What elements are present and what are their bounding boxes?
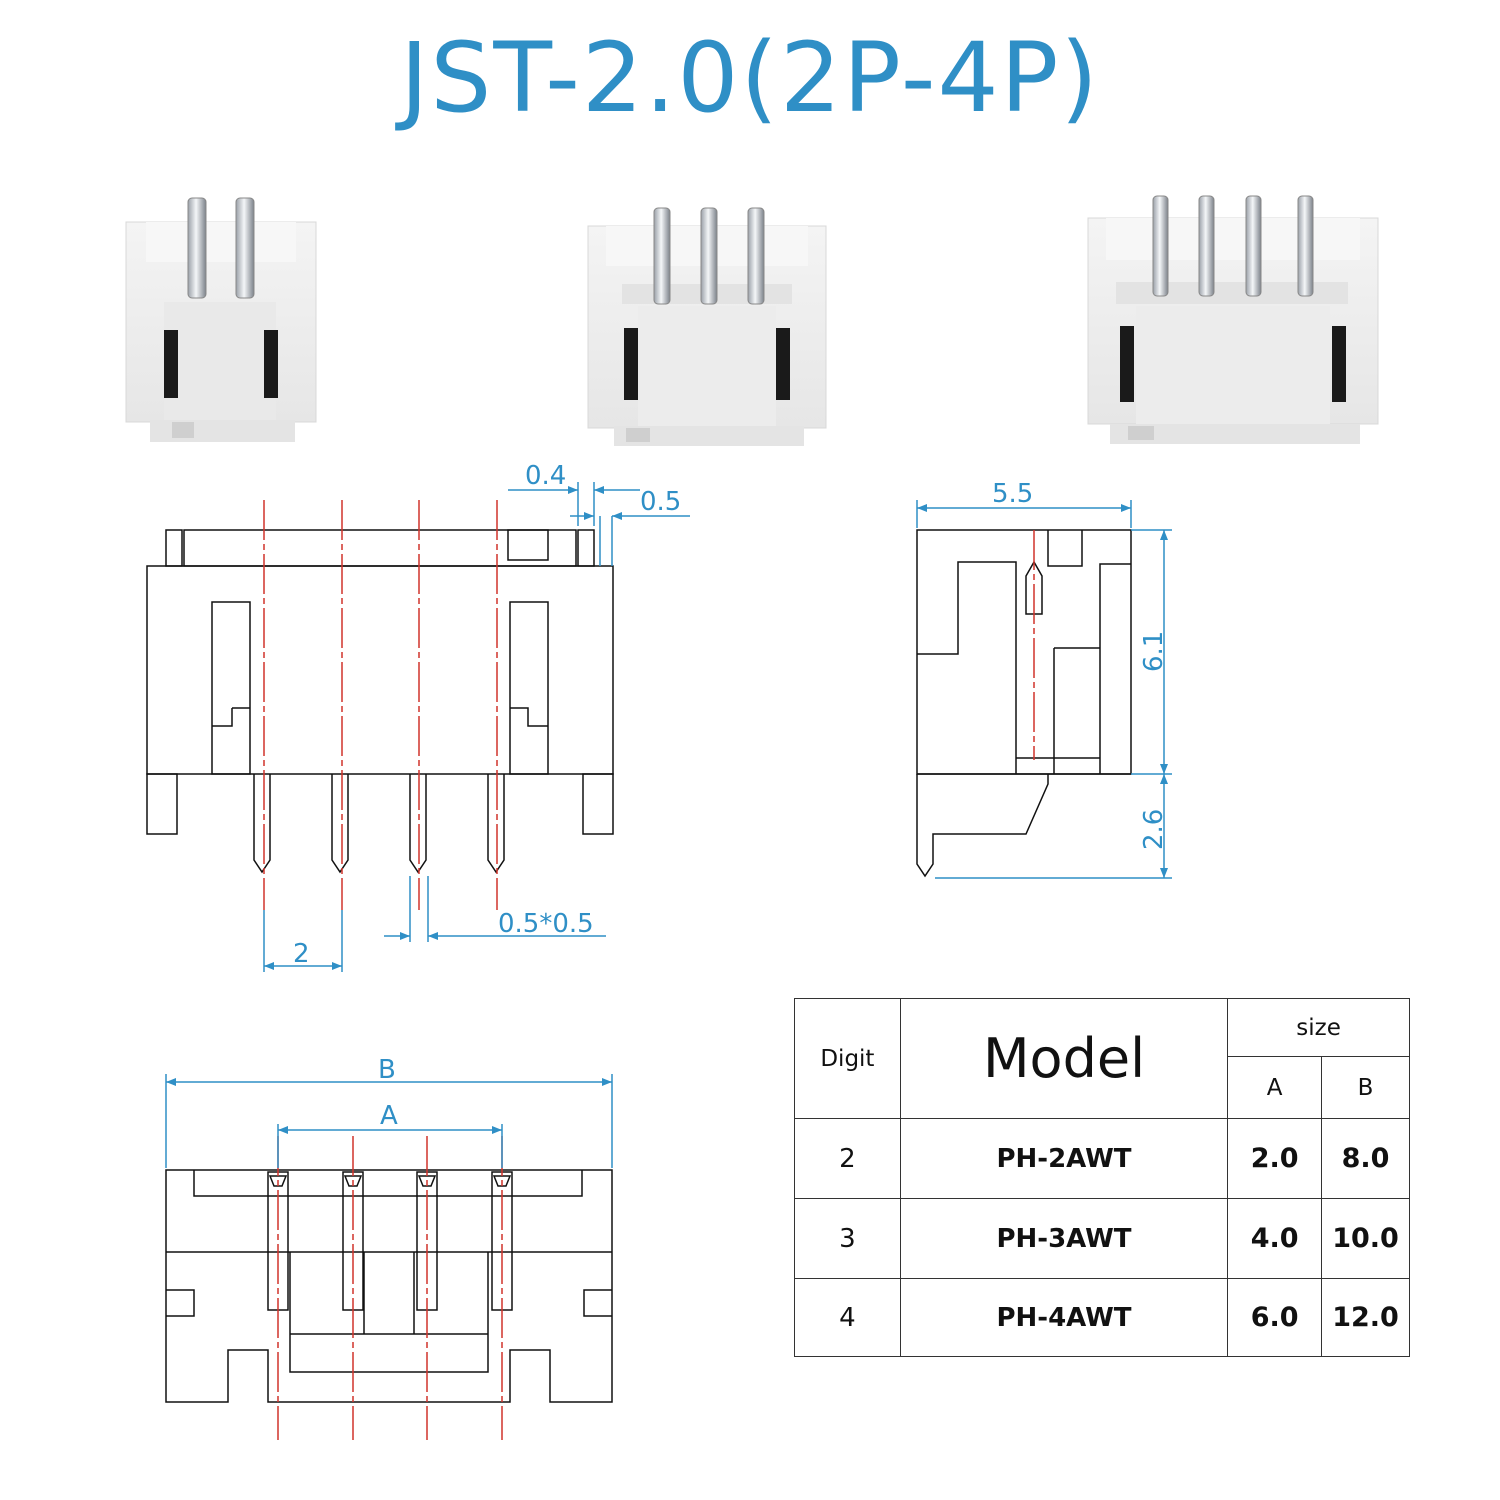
cell-size-a: 4.0 (1227, 1198, 1323, 1279)
spec-table: Digit Model size A B 2 PH-2AWT 2.0 8.0 3… (794, 998, 1410, 1357)
header-b: B (1321, 1056, 1410, 1119)
cell-size-b: 12.0 (1321, 1278, 1410, 1357)
bottom-view-dimensions (165, 1074, 613, 1168)
header-model: Model (899, 998, 1229, 1119)
bottom-view-centerlines (277, 1136, 503, 1440)
bottom-view-drawing (165, 1169, 613, 1403)
bottom-dim-a-label: A (380, 1101, 398, 1131)
cell-size-a: 2.0 (1227, 1118, 1323, 1199)
page-title: JST-2.0(2P-4P) (400, 22, 1100, 134)
side-dim-height-label: 6.1 (1139, 631, 1169, 672)
cell-size-b: 8.0 (1321, 1118, 1410, 1199)
header-a: A (1227, 1056, 1323, 1119)
front-dim-gap-label: 0.4 (525, 461, 566, 491)
front-dim-pin-label: 0.5*0.5 (498, 909, 594, 939)
cell-size-b: 10.0 (1321, 1198, 1410, 1279)
front-view-drawing (146, 529, 614, 874)
connector-photo-2-pin (125, 197, 317, 442)
front-view-centerlines (263, 500, 498, 910)
side-dim-depth-label: 5.5 (992, 479, 1033, 509)
cell-size-a: 6.0 (1227, 1278, 1323, 1357)
front-dim-wall-label: 0.5 (640, 487, 681, 517)
side-view-drawing (916, 529, 1132, 878)
cell-digit: 3 (794, 1198, 901, 1279)
cell-model: PH-3AWT (899, 1198, 1229, 1279)
connector-photo-4-pin (1087, 195, 1379, 444)
side-view-dimensions (916, 500, 1172, 879)
bottom-dim-b-label: B (378, 1055, 396, 1085)
connector-photo-3-pin (587, 207, 827, 446)
table-row: 4 PH-4AWT 6.0 12.0 (794, 1278, 1410, 1357)
cell-model: PH-4AWT (899, 1278, 1229, 1357)
front-dim-pitch-label: 2 (293, 939, 310, 969)
front-view-dimensions (263, 482, 690, 972)
header-size: size (1227, 998, 1410, 1057)
cell-model: PH-2AWT (899, 1118, 1229, 1199)
side-dim-pin-length-label: 2.6 (1139, 809, 1169, 850)
table-row: 3 PH-3AWT 4.0 10.0 (794, 1198, 1410, 1279)
cell-digit: 4 (794, 1278, 901, 1357)
header-digit: Digit (794, 998, 901, 1119)
cell-digit: 2 (794, 1118, 901, 1199)
table-row: 2 PH-2AWT 2.0 8.0 (794, 1118, 1410, 1199)
